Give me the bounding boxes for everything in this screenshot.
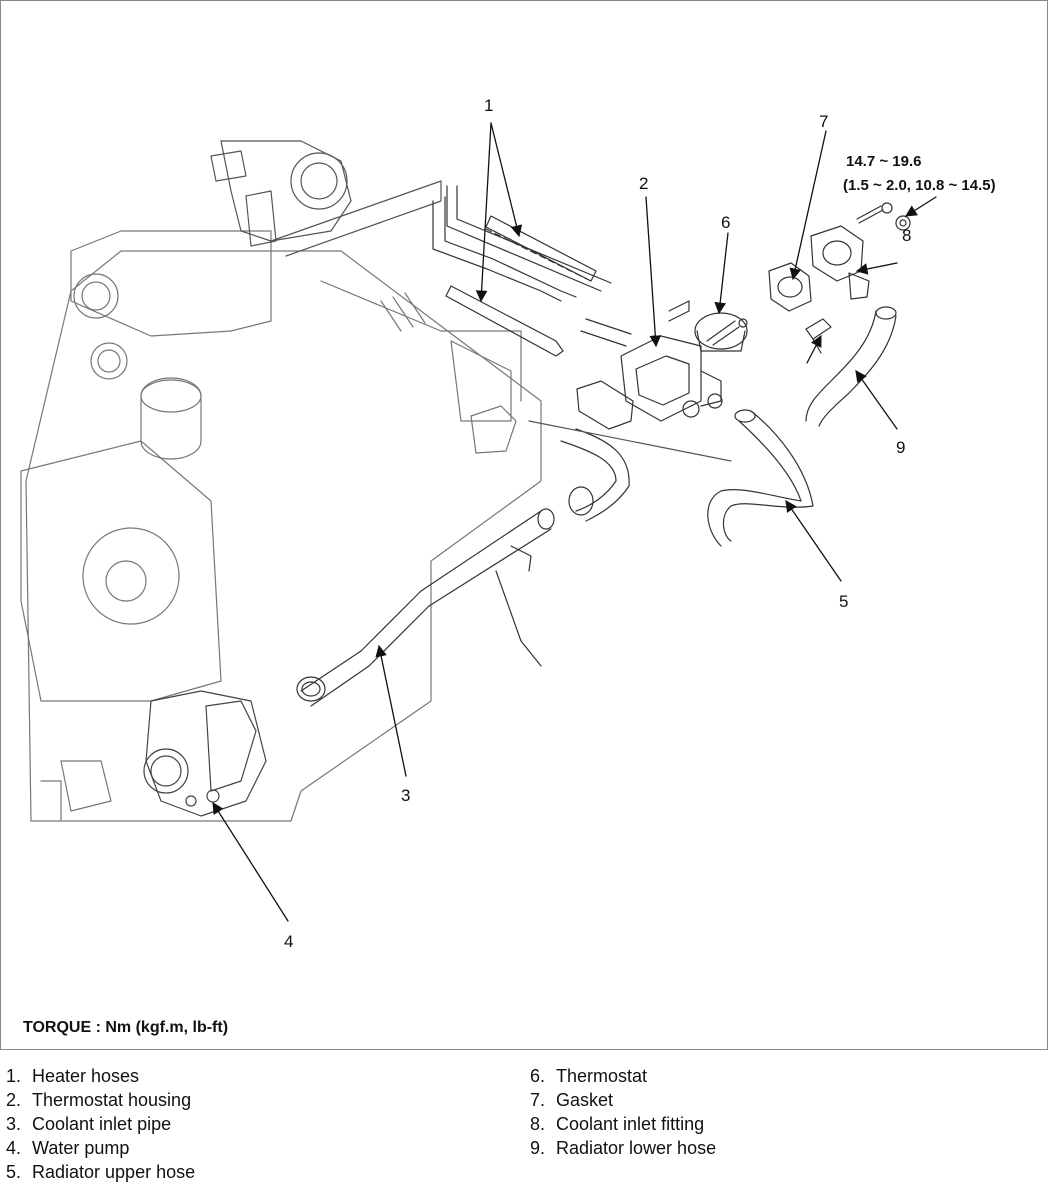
legend-item: 3.Coolant inlet pipe <box>6 1114 172 1134</box>
leader-lines <box>212 122 937 922</box>
thermostat-housing-part <box>576 300 723 430</box>
throttle-body <box>210 140 442 257</box>
legend-label: Coolant inlet pipe <box>32 1114 172 1134</box>
legend-item: 8.Coolant inlet fitting <box>530 1114 705 1134</box>
legend-label: Radiator upper hose <box>32 1162 196 1182</box>
torque-spec-line1: 14.7 ~ 19.6 <box>846 153 921 170</box>
heater-hoses-part <box>432 185 612 357</box>
radiator-lower-hose-part <box>805 306 897 427</box>
legend-column-left: 1.Heater hoses 2.Thermostat housing 3.Co… <box>6 1064 195 1184</box>
legend-item: 2.Thermostat housing <box>6 1090 192 1110</box>
legend-label: Coolant inlet fitting <box>556 1114 705 1134</box>
legend-column-right: 6.Thermostat 7.Gasket 8.Coolant inlet fi… <box>530 1064 716 1160</box>
legend-item: 1.Heater hoses <box>6 1066 140 1086</box>
diagram-figure: 1 2 3 4 5 6 7 8 9 14.7 ~ 19.6 (1.5 ~ 2.0… <box>0 0 1048 1050</box>
legend-label: Thermostat <box>556 1066 648 1086</box>
callout-6: 6 <box>721 213 730 232</box>
engine-block <box>20 230 542 822</box>
coolant-inlet-fitting-part <box>805 202 911 354</box>
callout-7: 7 <box>819 112 828 131</box>
parts-legend: 1.Heater hoses 2.Thermostat housing 3.Co… <box>6 1064 1046 1182</box>
legend-label: Gasket <box>556 1090 614 1110</box>
coolant-inlet-pipe-part <box>296 508 555 707</box>
gasket-part <box>768 262 812 312</box>
torque-units-note: TORQUE : Nm (kgf.m, lb-ft) <box>23 1019 229 1036</box>
callout-1: 1 <box>484 96 493 115</box>
legend-item: 6.Thermostat <box>530 1066 648 1086</box>
callout-9: 9 <box>896 438 905 457</box>
exploded-view-drawing: 1 2 3 4 5 6 7 8 9 14.7 ~ 19.6 (1.5 ~ 2.0… <box>20 96 996 951</box>
callout-5: 5 <box>839 592 848 611</box>
thermostat-part <box>694 312 748 352</box>
legend-item: 7.Gasket <box>530 1090 614 1110</box>
legend-label: Water pump <box>32 1138 130 1158</box>
torque-spec-line2: (1.5 ~ 2.0, 10.8 ~ 14.5) <box>843 177 996 194</box>
callout-labels: 1 2 3 4 5 6 7 8 9 14.7 ~ 19.6 (1.5 ~ 2.0… <box>284 96 996 951</box>
legend-item: 5.Radiator upper hose <box>6 1162 196 1182</box>
callout-8: 8 <box>902 226 911 245</box>
legend-label: Thermostat housing <box>32 1090 192 1110</box>
water-pump-part <box>143 690 267 817</box>
legend-label: Radiator lower hose <box>556 1138 717 1158</box>
legend-item: 4.Water pump <box>6 1138 130 1158</box>
callout-2: 2 <box>639 174 648 193</box>
legend-item: 9.Radiator lower hose <box>530 1138 717 1158</box>
legend-label: Heater hoses <box>32 1066 140 1086</box>
connector-hose-part <box>528 420 732 522</box>
radiator-upper-hose-part <box>707 409 814 547</box>
callout-3: 3 <box>401 786 410 805</box>
callout-4: 4 <box>284 932 293 951</box>
